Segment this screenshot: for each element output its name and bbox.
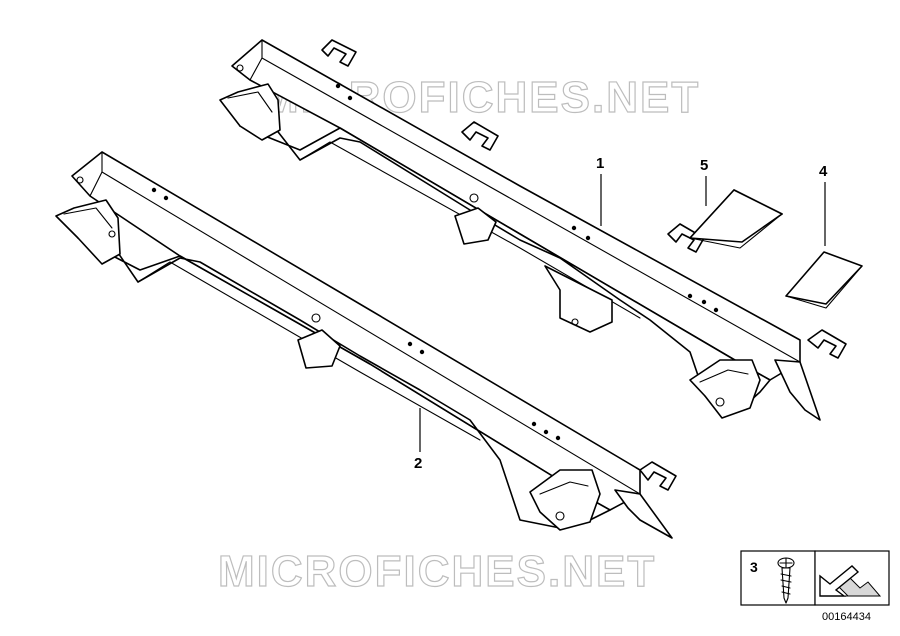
- seat-rail-lower: [55, 151, 677, 539]
- legend-box-right: [814, 550, 890, 606]
- legend: 3 00164434: [740, 550, 890, 623]
- seat-rail-upper: [219, 39, 847, 421]
- callout-4: 4: [819, 163, 828, 246]
- screw-icon: [777, 557, 795, 604]
- diagram-id: 00164434: [822, 611, 871, 623]
- legend-box-left: [740, 550, 816, 606]
- pad-part-5: [689, 189, 783, 249]
- callout-2: 2: [414, 408, 422, 472]
- svg-text:5: 5: [700, 157, 708, 174]
- svg-text:1: 1: [596, 155, 604, 172]
- callout-3: 3: [750, 559, 758, 575]
- svg-text:4: 4: [819, 163, 828, 180]
- direction-arrow-icon: [819, 565, 882, 597]
- pad-part-4: [785, 251, 863, 309]
- svg-text:2: 2: [414, 455, 422, 472]
- callout-5: 5: [700, 157, 708, 206]
- watermark-bottom: MICROFICHES.NET: [218, 547, 656, 596]
- callout-1: 1: [596, 155, 604, 226]
